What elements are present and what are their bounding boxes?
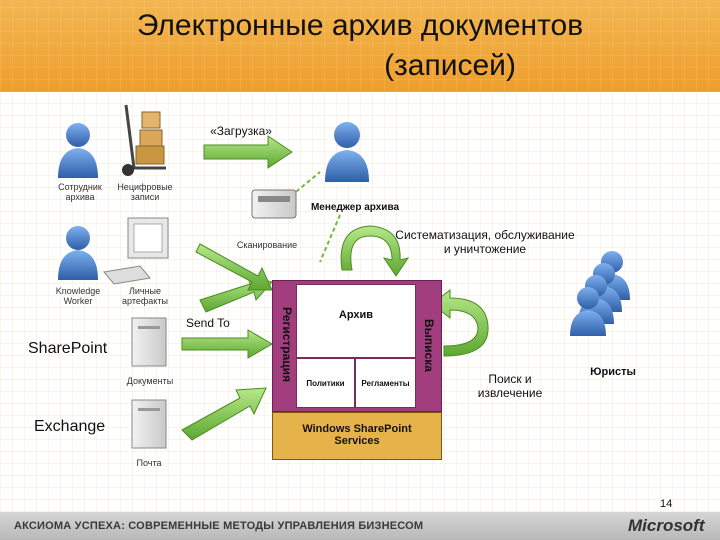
wss-line-2: Services [334, 435, 380, 447]
systematization-loop-arrow [340, 225, 410, 277]
upload-label: «Загрузка» [210, 124, 272, 138]
sharepoint-server-icon [131, 317, 167, 367]
personal-artifacts-line-1: Личные [128, 286, 162, 296]
personal-artifacts-label: Личные артефакты [112, 286, 178, 306]
registration-label: Регистрация [280, 307, 294, 383]
page-number: 14 [660, 498, 673, 510]
scan-arrow [195, 243, 273, 291]
knowledge-worker-line-2: Worker [63, 296, 93, 306]
microsoft-logo: Microsoft [628, 516, 705, 535]
title-banner [0, 0, 720, 92]
send-to-label: Send To [186, 316, 230, 330]
send-to-arrow-middle [181, 329, 273, 359]
windows-sharepoint-services: Windows SharePoint Services [272, 412, 442, 460]
manager-label: Менеджер архива [310, 202, 400, 213]
footer-tagline: АКСИОМА УСПЕХА: СОВРЕМЕННЫЕ МЕТОДЫ УПРАВ… [14, 520, 424, 532]
documents-label: Документы [126, 376, 174, 386]
send-to-arrow-bottom [181, 387, 267, 441]
lawyers-label: Юристы [590, 366, 636, 378]
regulations-label: Регламенты [361, 379, 410, 388]
policies-label: Политики [306, 379, 345, 388]
search-line-1: Поиск и [488, 372, 532, 386]
systematization-line-1: Систематизация, обслуживание [395, 228, 575, 242]
regulations-cell: Регламенты [355, 358, 416, 408]
non-digital-label-line-2: записи [130, 192, 160, 202]
systematization-label: Систематизация, обслуживание и уничтожен… [376, 228, 594, 256]
employee-person-icon [58, 123, 98, 178]
page-title: Электронные архив документов (записей) [0, 6, 720, 86]
non-digital-label: Нецифровые записи [110, 182, 180, 202]
knowledge-worker-label: Knowledge Worker [48, 286, 108, 306]
scanner-icon [251, 189, 297, 219]
dashed-arrow-from-scan [319, 214, 341, 263]
non-digital-label-line-1: Нецифровые [117, 182, 173, 192]
search-line-2: извлечение [477, 386, 543, 400]
lawyers-group-icon [570, 251, 630, 336]
hand-truck-icon [122, 104, 166, 176]
exchange-label: Exchange [34, 418, 106, 435]
computer-monitor-icon [103, 217, 169, 285]
mail-label: Почта [136, 458, 162, 468]
archive-storage: Архив [296, 284, 416, 358]
wss-line-1: Windows SharePoint [302, 423, 412, 435]
personal-artifacts-line-2: артефакты [122, 296, 168, 306]
employee-label: Сотрудник архива [55, 182, 105, 202]
extract-label: Выписка [422, 318, 436, 372]
employee-label-line-1: Сотрудник [58, 182, 102, 192]
exchange-server-icon [131, 399, 167, 449]
archive-storage-label: Архив [338, 309, 374, 321]
search-label: Поиск и извлечение [460, 372, 560, 400]
systematization-line-2: и уничтожение [443, 242, 527, 256]
knowledge-worker-line-1: Knowledge [55, 286, 101, 296]
footer-bar [0, 512, 720, 540]
policies-cell: Политики [296, 358, 355, 408]
employee-label-line-2: архива [65, 192, 95, 202]
sharepoint-label: SharePoint [28, 340, 108, 357]
manager-person-icon [325, 122, 369, 182]
title-line-1: Электронные архив документов [136, 9, 584, 42]
upload-arrow [203, 135, 293, 169]
scanning-label: Сканирование [236, 240, 298, 250]
title-line-2: (записей) [384, 49, 516, 82]
knowledge-worker-person-icon [58, 226, 98, 280]
